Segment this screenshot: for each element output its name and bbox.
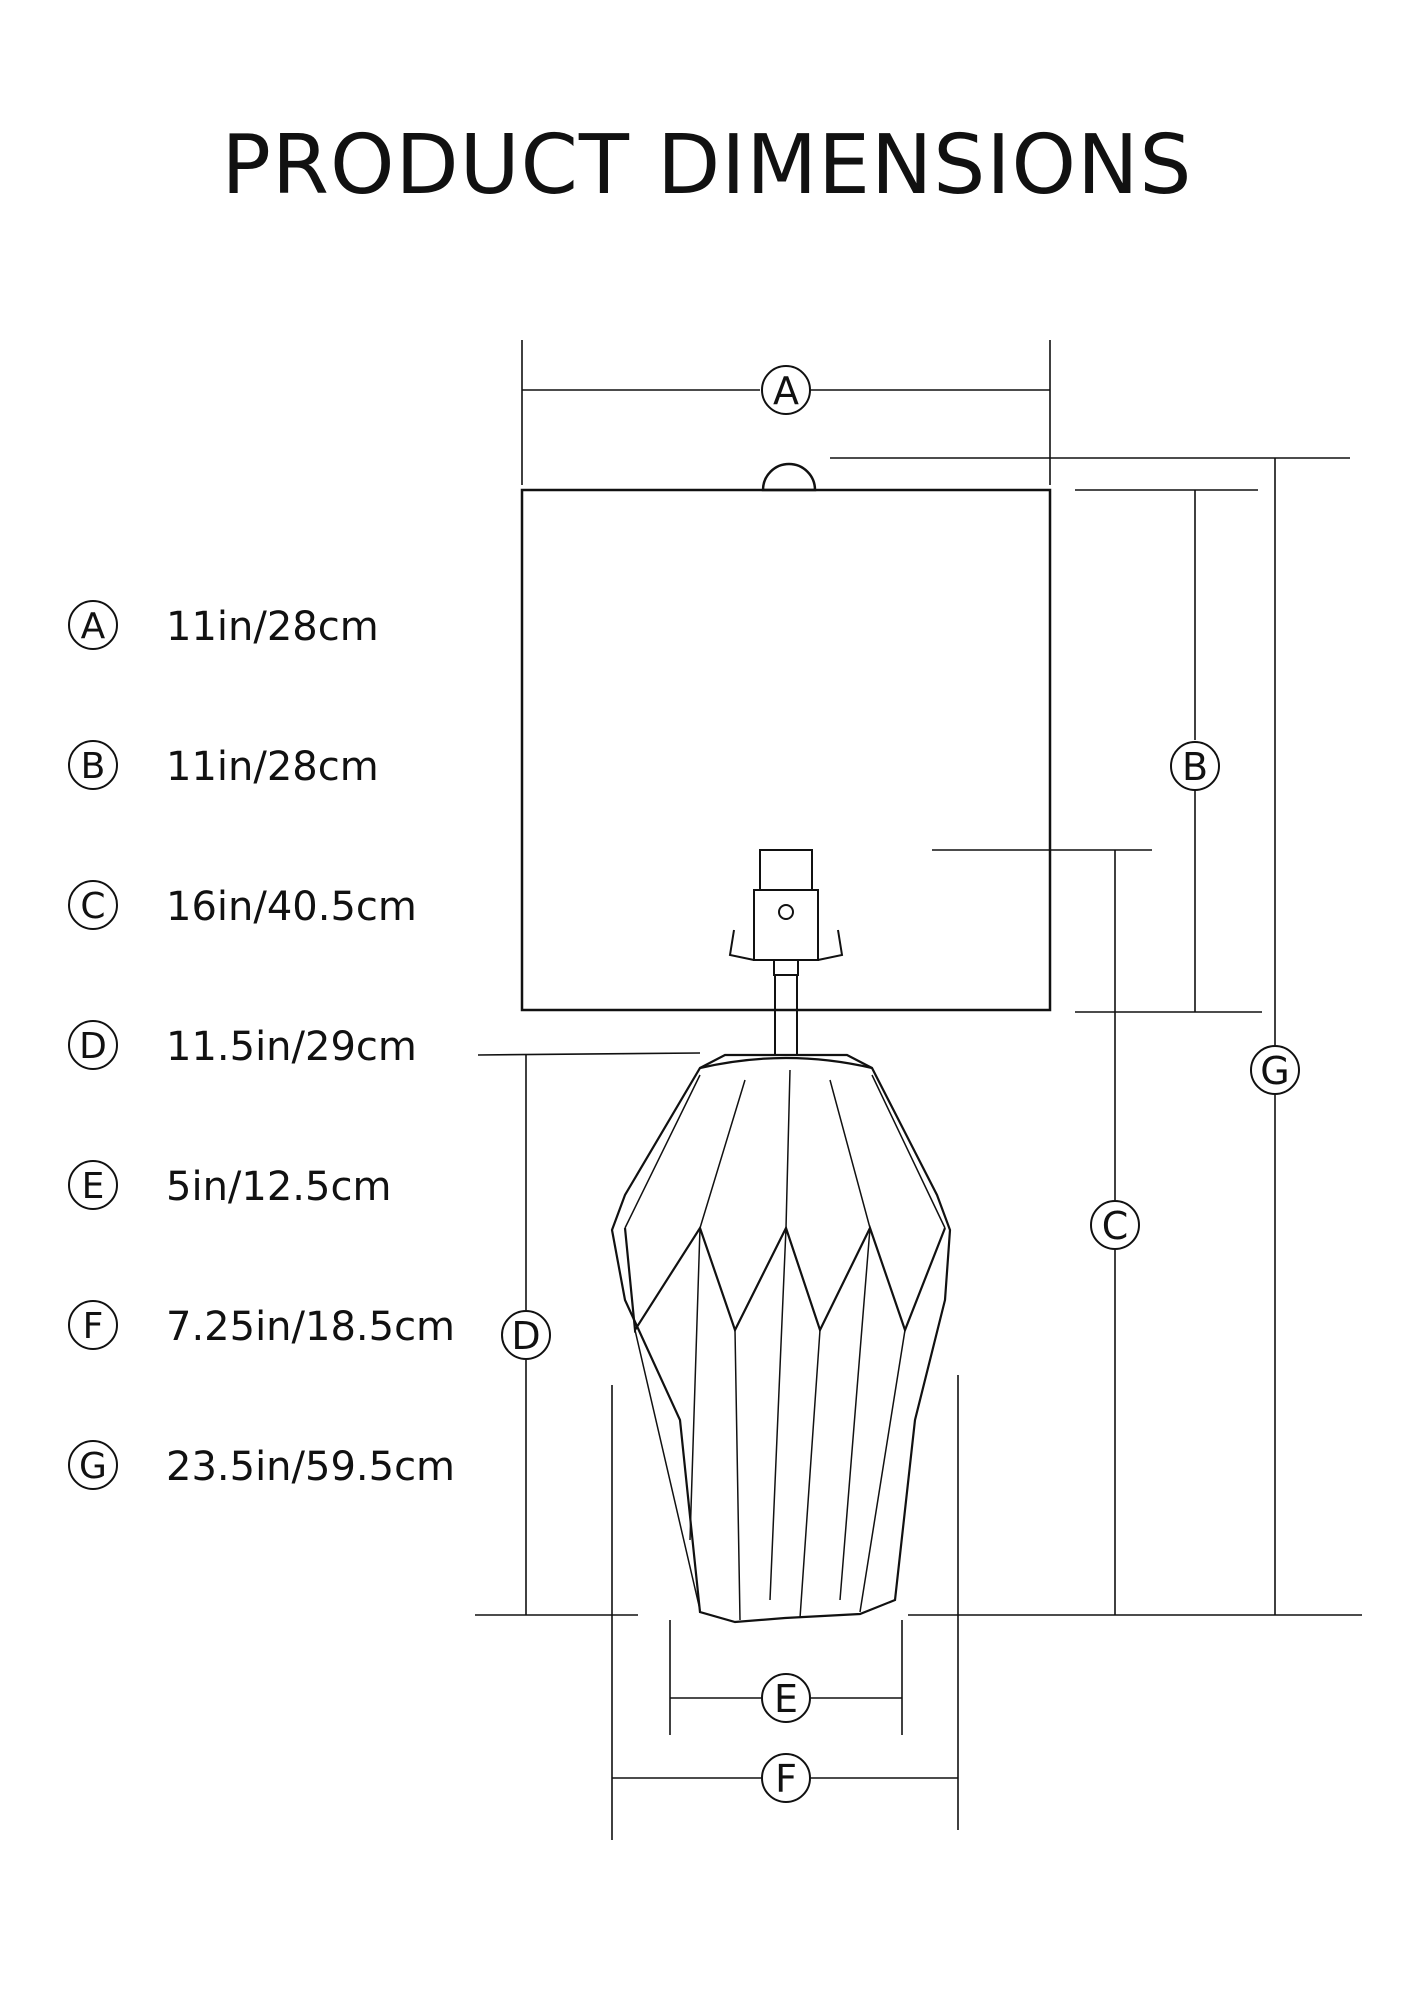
- callout-circle-g: [1250, 1045, 1300, 1095]
- callout-circle-f: [761, 1753, 811, 1803]
- base-shoulder: [699, 1056, 873, 1070]
- dimension-f: [611, 1375, 959, 1840]
- callout-g: G: [1250, 1045, 1300, 1095]
- callout-a: A: [761, 365, 811, 415]
- lamp-shade: [520, 462, 1052, 1012]
- socket-nut: [773, 959, 799, 976]
- legend-badge-d: D: [68, 1020, 118, 1070]
- legend-badge-a: A: [68, 600, 118, 650]
- shade-outline: [520, 488, 1052, 1012]
- legend-value-b: 11in/28cm: [166, 744, 379, 790]
- legend-value-f: 7.25in/18.5cm: [166, 1304, 456, 1350]
- legend-badge-c: C: [68, 880, 118, 930]
- legend-value-d: 11.5in/29cm: [166, 1024, 417, 1070]
- legend-value-e: 5in/12.5cm: [166, 1164, 392, 1210]
- dimension-c: [932, 849, 1152, 1615]
- page-title: PRODUCT DIMENSIONS: [221, 118, 1193, 213]
- socket-top: [759, 849, 813, 891]
- callout-label-b: B: [1182, 745, 1208, 789]
- legend-item-a: A 11in/28cm: [68, 600, 488, 660]
- legend-badge-f: F: [68, 1300, 118, 1350]
- callout-label-e: E: [774, 1677, 798, 1721]
- dimension-d: [477, 1052, 701, 1615]
- callout-label-a: A: [773, 369, 799, 413]
- dimension-g: [830, 457, 1350, 1615]
- legend-value-c: 16in/40.5cm: [166, 884, 417, 930]
- callout-label-d: D: [511, 1314, 540, 1358]
- callout-circle-e: [761, 1673, 811, 1723]
- legend-item-c: C 16in/40.5cm: [68, 880, 488, 940]
- socket-body: [753, 889, 819, 961]
- dimension-a: [521, 340, 1051, 485]
- base-outline: [610, 1053, 952, 1624]
- callout-c: C: [1090, 1200, 1140, 1250]
- callout-label-c: C: [1102, 1204, 1129, 1248]
- callout-circle-b: [1170, 741, 1220, 791]
- base-facets-bottom: [634, 1227, 906, 1621]
- callout-f: F: [761, 1753, 811, 1803]
- legend-badge-e: E: [68, 1160, 118, 1210]
- lamp-base: [610, 1053, 952, 1624]
- legend-value-a: 11in/28cm: [166, 604, 379, 650]
- callout-label-f: F: [775, 1757, 797, 1801]
- legend-value-g: 23.5in/59.5cm: [166, 1444, 456, 1490]
- harp-clips: [728, 929, 844, 961]
- callout-b: B: [1170, 741, 1220, 791]
- legend-badge-g: G: [68, 1440, 118, 1490]
- lamp-socket: [728, 849, 844, 1056]
- legend-item-d: D 11.5in/29cm: [68, 1020, 488, 1080]
- callout-e: E: [761, 1673, 811, 1723]
- dimension-e: [669, 1620, 903, 1735]
- legend-item-f: F 7.25in/18.5cm: [68, 1300, 488, 1360]
- dimension-b: [1075, 489, 1262, 1013]
- legend-item-g: G 23.5in/59.5cm: [68, 1440, 488, 1500]
- callout-label-g: G: [1260, 1049, 1289, 1093]
- callout-circle-a: [761, 365, 811, 415]
- finial-icon: [761, 462, 817, 492]
- callout-d: D: [501, 1310, 551, 1360]
- legend-item-e: E 5in/12.5cm: [68, 1160, 488, 1220]
- lamp-neck: [774, 974, 798, 1056]
- legend-badge-b: B: [68, 740, 118, 790]
- callout-circle-d: [501, 1310, 551, 1360]
- legend-item-b: B 11in/28cm: [68, 740, 488, 800]
- socket-switch-icon: [778, 904, 794, 920]
- callout-circle-c: [1090, 1200, 1140, 1250]
- base-facets-top: [624, 1069, 946, 1229]
